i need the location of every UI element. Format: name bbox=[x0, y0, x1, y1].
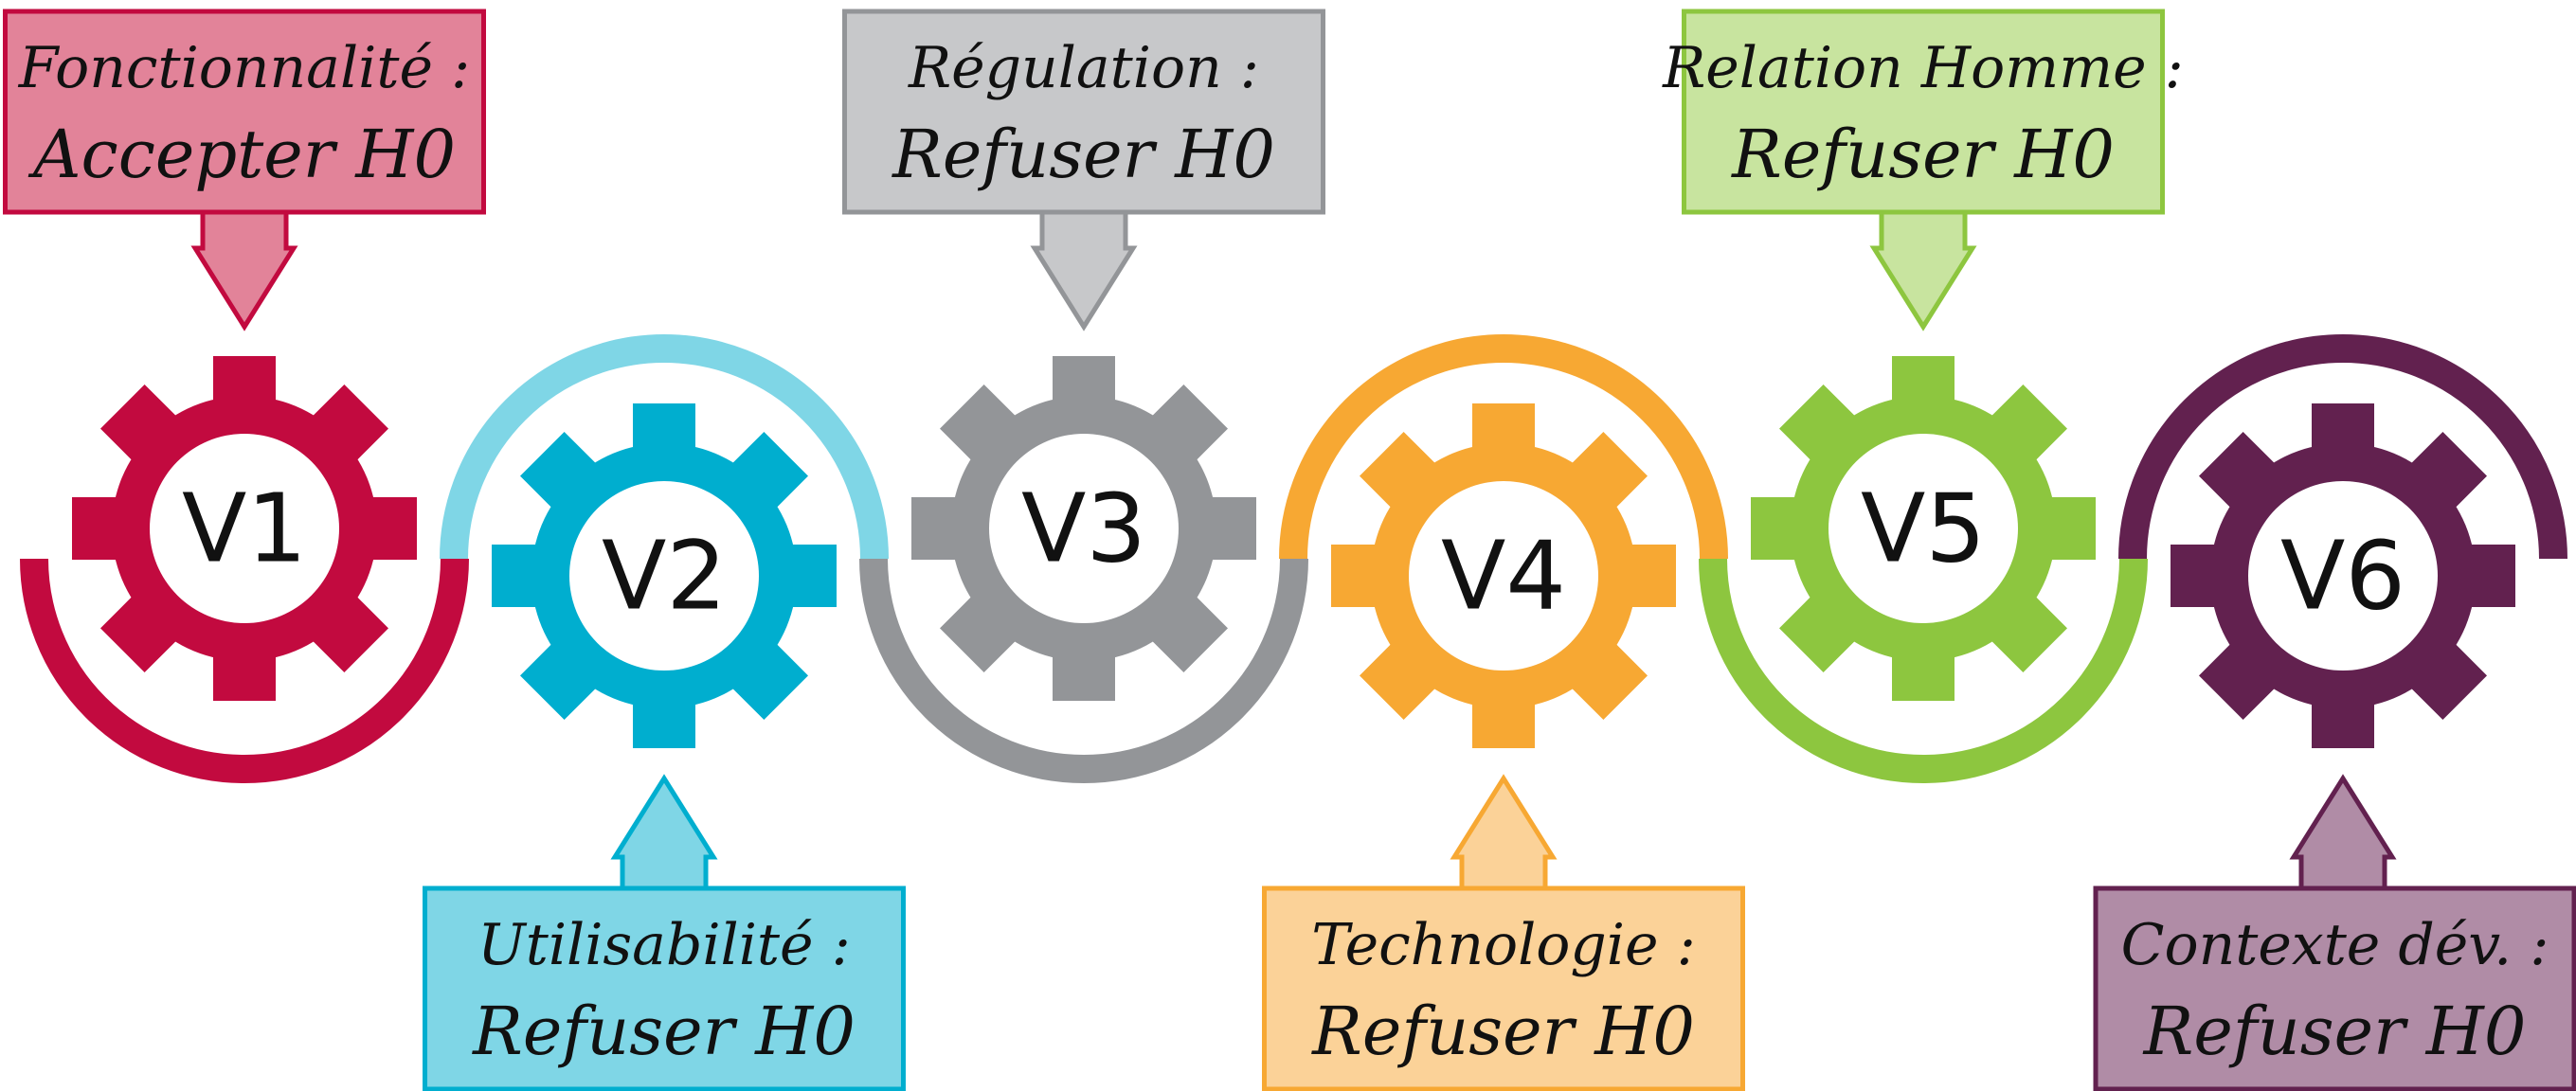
gear-label: V6 bbox=[2280, 521, 2405, 632]
label-box-value: Refuser H0 bbox=[1730, 116, 2115, 193]
pointer-arrow-icon bbox=[1450, 774, 1558, 891]
label-box-title: Utilisabilité : bbox=[477, 912, 851, 978]
label-box-v4: Technologie : Refuser H0 bbox=[1262, 774, 1745, 1091]
gear-label: V1 bbox=[182, 474, 307, 584]
label-box-bg bbox=[423, 885, 906, 1091]
label-box-title: Relation Homme : bbox=[1662, 35, 2184, 101]
gear-hub bbox=[989, 434, 1179, 623]
connector-arc-v4 bbox=[1279, 334, 1728, 560]
label-box-value: Refuser H0 bbox=[1310, 993, 1695, 1070]
gear-v1: V1 bbox=[72, 356, 417, 701]
label-box-bg bbox=[2093, 885, 2576, 1091]
gear-hub bbox=[150, 434, 339, 623]
gear-hub bbox=[569, 481, 759, 671]
pointer-arrow-icon bbox=[1030, 209, 1138, 331]
label-box-value: Refuser H0 bbox=[891, 116, 1275, 193]
label-box-bg bbox=[1262, 885, 1745, 1091]
label-box-title: Technologie : bbox=[1311, 912, 1696, 978]
connector-arc-v2 bbox=[440, 334, 889, 560]
pointer-arrow-icon bbox=[190, 209, 298, 331]
connector-arc-v6 bbox=[2118, 334, 2567, 560]
label-box-bg bbox=[842, 9, 1325, 215]
label-box-v3: Régulation : Refuser H0 bbox=[842, 9, 1325, 331]
connector-arc-v1 bbox=[20, 558, 469, 783]
gear-label: V2 bbox=[602, 521, 727, 632]
gear-label: V5 bbox=[1861, 474, 1986, 584]
connector-arc-v5 bbox=[1699, 558, 2148, 783]
gear-v5: V5 bbox=[1751, 356, 2096, 701]
label-box-value: Accepter H0 bbox=[27, 116, 456, 193]
gear-v3: V3 bbox=[911, 356, 1256, 701]
gear-label: V4 bbox=[1441, 521, 1566, 632]
label-box-bg bbox=[1682, 9, 2165, 215]
connector-arc-v3 bbox=[859, 558, 1308, 783]
gear-hub bbox=[2248, 481, 2438, 671]
gear-hub bbox=[1409, 481, 1598, 671]
pointer-arrow-icon bbox=[1869, 209, 1977, 331]
label-box-v2: Utilisabilité : Refuser H0 bbox=[423, 774, 906, 1091]
label-box-title: Fonctionnalité : bbox=[18, 35, 470, 101]
label-box-v5: Relation Homme : Refuser H0 bbox=[1662, 9, 2184, 331]
label-box-bg bbox=[3, 9, 486, 215]
gear-v4: V4 bbox=[1331, 403, 1676, 748]
gear-label: V3 bbox=[1021, 474, 1146, 584]
pointer-arrow-icon bbox=[610, 774, 718, 891]
gear-hub bbox=[1828, 434, 2018, 623]
label-box-title: Contexte dév. : bbox=[2121, 912, 2549, 978]
gear-v6: V6 bbox=[2171, 403, 2515, 748]
gear-v2: V2 bbox=[492, 403, 837, 748]
label-box-value: Refuser H0 bbox=[2142, 993, 2527, 1070]
label-box-v1: Fonctionnalité : Accepter H0 bbox=[3, 9, 486, 331]
label-box-v6: Contexte dév. : Refuser H0 bbox=[2093, 774, 2576, 1091]
pointer-arrow-icon bbox=[2289, 774, 2397, 891]
label-box-title: Régulation : bbox=[908, 35, 1259, 101]
label-box-value: Refuser H0 bbox=[471, 993, 856, 1070]
